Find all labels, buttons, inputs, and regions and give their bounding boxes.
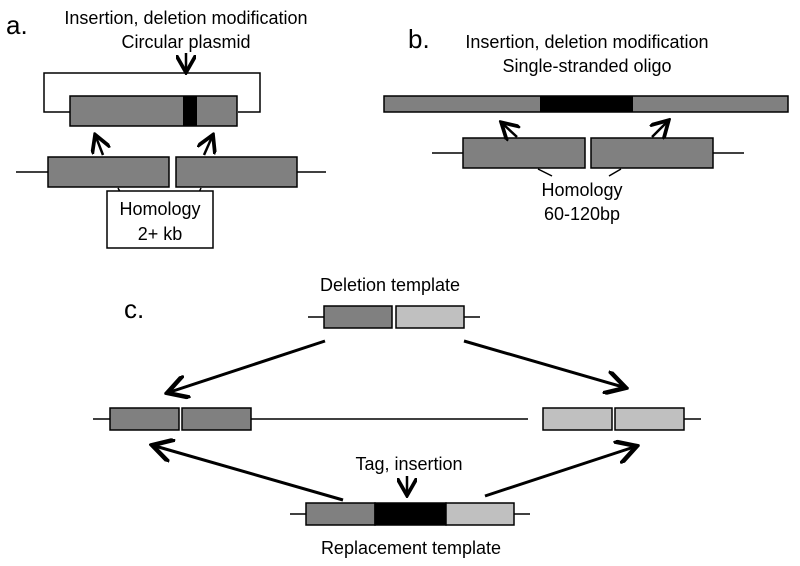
- panel-b: b. Insertion, deletion modification Sing…: [383, 24, 789, 224]
- plasmid-backbone: [43, 72, 261, 113]
- panel-b-title-line1: Insertion, deletion modification: [465, 32, 708, 52]
- recombination-arrow-left: [96, 137, 103, 156]
- oligo-homology-block-right: [590, 137, 714, 169]
- panel-a-homology-line2: 2+ kb: [138, 224, 183, 244]
- deletion-template-label: Deletion template: [320, 275, 460, 295]
- chromosome-c-block-3: [542, 407, 613, 431]
- panel-a: a. Insertion, deletion modification Circ…: [6, 8, 326, 249]
- panel-c-label: c.: [124, 294, 144, 324]
- panel-b-label: b.: [408, 24, 430, 54]
- replacement-arrow-left: [155, 446, 344, 502]
- oligo-homology-tick-left: [537, 168, 553, 177]
- chromosome-c-block-1: [109, 407, 180, 431]
- recombination-arrow-right: [204, 137, 212, 156]
- homology-block-right: [175, 156, 298, 188]
- panel-a-homology-line1: Homology: [119, 199, 200, 219]
- oligo-modification-block: [540, 96, 633, 112]
- homology-box: [106, 190, 214, 249]
- replacement-template-right-arm: [445, 502, 515, 526]
- panel-a-label: a.: [6, 10, 28, 40]
- panel-b-title-line2: Single-stranded oligo: [502, 56, 671, 76]
- chromosome-c-block-2: [181, 407, 252, 431]
- deletion-template-right-arm: [395, 305, 465, 329]
- replacement-template-label: Replacement template: [321, 538, 501, 558]
- homology-block-left: [47, 156, 170, 188]
- panel-b-homology-line2: 60-120bp: [544, 204, 620, 224]
- replacement-arrow-right: [484, 447, 634, 498]
- replacement-template-tag-block: [374, 502, 447, 526]
- chromosome-c-block-4: [614, 407, 685, 431]
- deletion-arrow-right: [463, 339, 623, 387]
- panel-a-title-line2: Circular plasmid: [121, 32, 250, 52]
- plasmid-insert-block: [69, 95, 238, 127]
- panel-b-homology-line1: Homology: [541, 180, 622, 200]
- tag-insertion-label: Tag, insertion: [355, 454, 462, 474]
- deletion-arrow-left: [170, 339, 326, 392]
- oligo-homology-block-left: [462, 137, 586, 169]
- oligo-arrow-right: [652, 122, 667, 137]
- deletion-template-left-arm: [323, 305, 393, 329]
- oligo-homology-tick-right: [608, 168, 622, 177]
- replacement-template-left-arm: [305, 502, 376, 526]
- oligo-arrow-left: [503, 124, 517, 137]
- plasmid-modification-block: [183, 96, 197, 126]
- panel-a-title-line1: Insertion, deletion modification: [64, 8, 307, 28]
- panel-c: c. Deletion template Tag, insertion Repl…: [93, 275, 701, 558]
